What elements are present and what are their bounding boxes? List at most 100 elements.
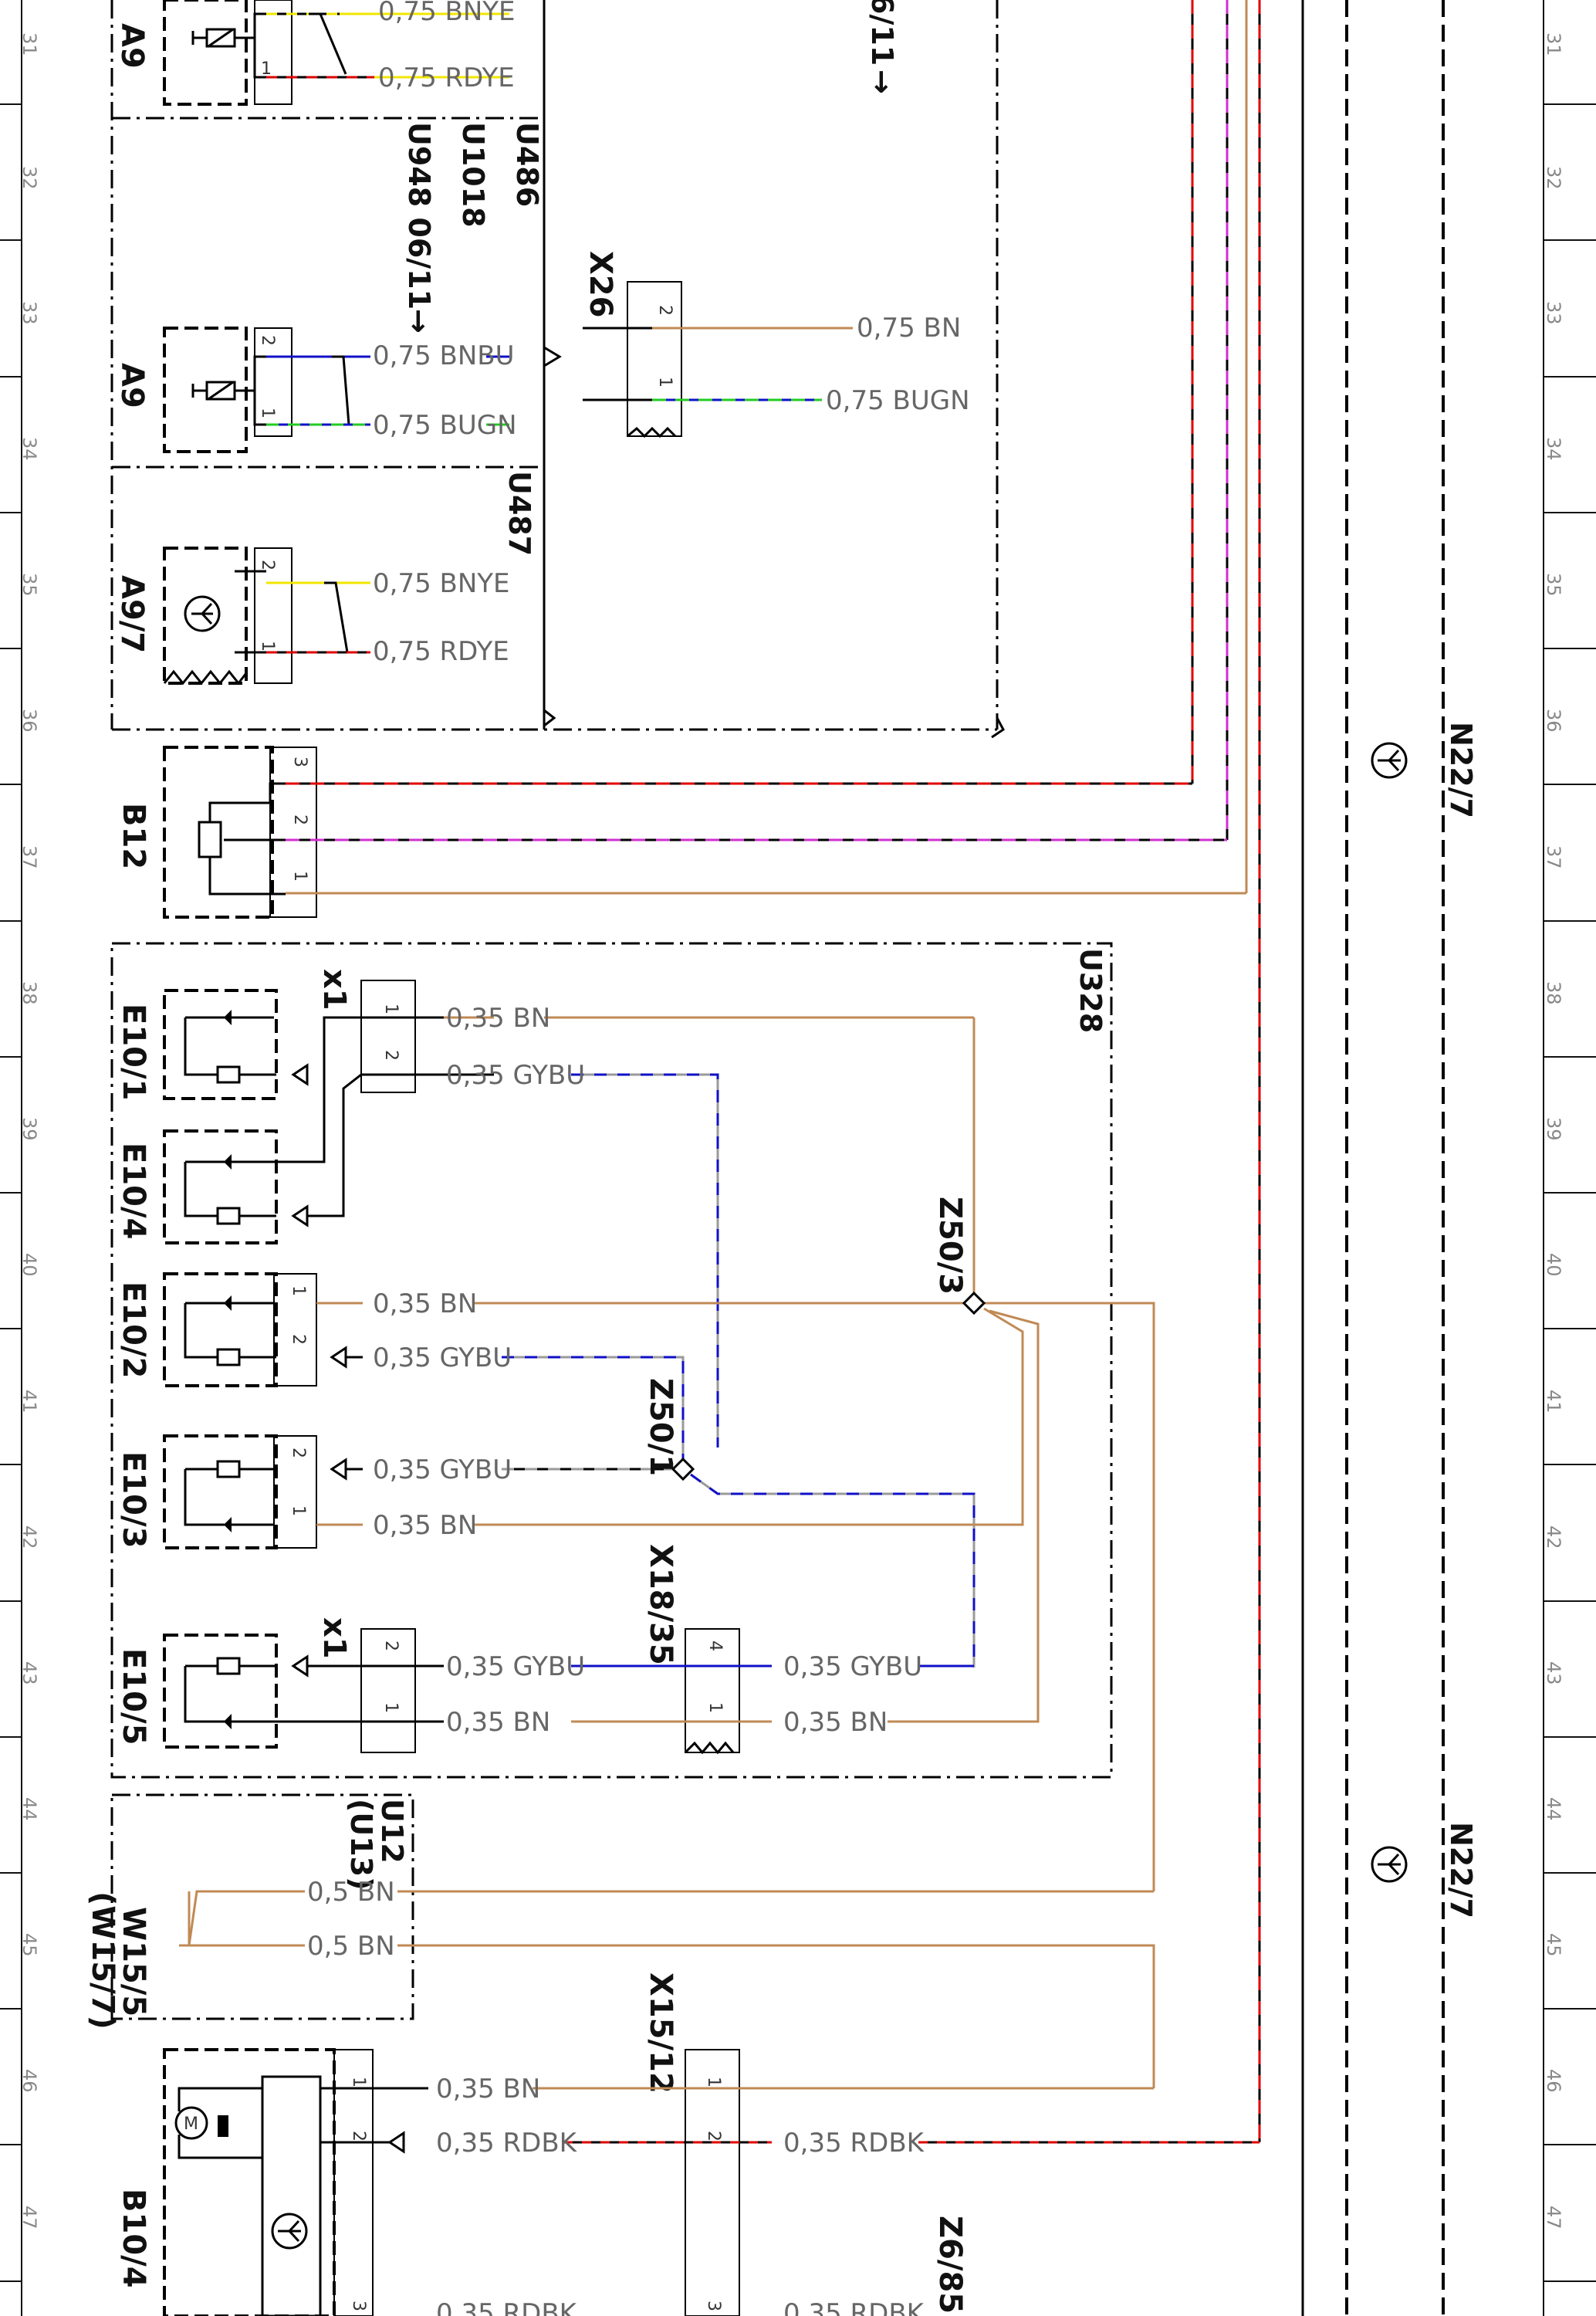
row-number: 37 — [1543, 845, 1564, 869]
pin-number: 1 — [258, 408, 277, 418]
pin-number: 1 — [381, 1702, 401, 1713]
wire-label: 0,75 BNBU — [373, 340, 514, 371]
n22-7-label: N22/7 — [1444, 1822, 1478, 1918]
pin-number: 2 — [290, 814, 309, 825]
pin-number: 1 — [290, 871, 309, 882]
row-number: 34 — [19, 437, 40, 461]
wire-label: 0,35 GYBU — [373, 1343, 512, 1373]
x1-label: x1 — [316, 1617, 352, 1659]
u328-enclosure — [110, 942, 1113, 1779]
pin-number: 1 — [381, 1004, 401, 1014]
e10-2-lamp: E10/2 1 2 — [116, 1272, 347, 1387]
wire-label: 0,75 RDYE — [373, 636, 509, 667]
wire-label: 0,75 BNYE — [378, 0, 516, 27]
x15-12-connector: X15/12 1 2 3 — [643, 1972, 740, 2316]
pin-number: 2 — [258, 560, 277, 571]
variant-u13: (U13) — [344, 1799, 378, 1890]
variant-box-top — [110, 0, 997, 731]
e10-5-label: E10/5 — [116, 1648, 151, 1745]
pin-number: 1 — [705, 1702, 725, 1713]
w15-5-ground: W15/5 (W15/7) — [85, 1891, 199, 2030]
pin-number: 1 — [289, 1285, 308, 1296]
wire-label: 0,75 BNYE — [373, 568, 510, 599]
variant-u12: U12 — [375, 1799, 409, 1864]
e10-3-lamp: E10/3 2 1 — [116, 1434, 347, 1549]
wire-label: 0,5 BN — [307, 1931, 395, 1962]
row-number: 33 — [1543, 301, 1564, 325]
wire-label: 0,75 BN — [857, 313, 961, 344]
pin-number: 1 — [261, 59, 272, 79]
row-numbers: 31 32 33 34 35 36 37 38 39 40 41 42 43 4… — [19, 32, 1564, 2230]
a9-label: A9 — [114, 363, 150, 408]
row-number: 46 — [19, 2069, 40, 2093]
u12-enclosure — [110, 1793, 414, 2020]
e10-5-lamp: E10/5 — [116, 1634, 309, 1749]
x1-connector-b: x1 2 1 — [274, 1617, 444, 1753]
z50-3-label: Z50/3 — [932, 1197, 968, 1295]
pin-number: 2 — [704, 2131, 723, 2142]
wire-label: 0,35 BN — [373, 1510, 477, 1541]
pin-number: 2 — [381, 1640, 401, 1651]
e10-4-lamp: E10/4 — [116, 1016, 362, 1244]
wire-label: 0,35 GYBU — [446, 1651, 585, 1682]
x15-12-label: X15/12 — [643, 1972, 678, 2094]
e10-4-label: E10/4 — [116, 1143, 151, 1239]
pin-number: 1 — [704, 2077, 723, 2087]
pin-number: 3 — [349, 2301, 368, 2311]
wire-label: 0,35 RDBK — [436, 2298, 578, 2316]
row-number: 31 — [1543, 32, 1564, 56]
x26-label: X26 — [583, 251, 618, 318]
z6-85-splice: Z6/85 — [932, 2216, 968, 2314]
row-number: 38 — [1543, 981, 1564, 1005]
wire-label: 0,35 GYBU — [373, 1454, 512, 1485]
row-ruler-left — [0, 0, 22, 2316]
row-number: 33 — [19, 301, 40, 325]
row-number: 32 — [1543, 166, 1564, 190]
pin-number: 3 — [704, 2301, 723, 2311]
pin-number: 1 — [258, 641, 277, 652]
e10-3-label: E10/3 — [116, 1451, 151, 1548]
e10-1-wires — [444, 1016, 976, 1448]
row-number: 44 — [1543, 1797, 1564, 1821]
z6-85-label: Z6/85 — [932, 2216, 968, 2314]
pin-number: 1 — [349, 2077, 368, 2087]
variant-u328: U328 — [1074, 948, 1107, 1033]
e10-5-wires — [571, 1309, 1040, 1723]
arrow-down-icon: → — [865, 69, 899, 94]
a9-label: A9 — [114, 23, 150, 69]
row-ruler-right — [1543, 0, 1596, 2316]
row-number: 42 — [1543, 1525, 1564, 1549]
row-number: 40 — [1543, 1253, 1564, 1277]
pin-number: 2 — [349, 2131, 368, 2142]
n22-7-label: N22/7 — [1444, 722, 1478, 818]
w15-5-label: W15/5 — [116, 1907, 151, 2016]
b10-4-wires — [533, 2087, 1260, 2144]
variant-brace — [543, 346, 562, 367]
row-number: 39 — [19, 1117, 40, 1141]
a9-7-label: A9/7 — [114, 575, 150, 653]
variant-u487: U487 — [502, 471, 536, 556]
variant-u486: U486 — [510, 122, 544, 207]
row-number: 35 — [1543, 573, 1564, 597]
wire-label: 0,75 BUGN — [826, 385, 970, 416]
wire-label: 0,75 RDYE — [378, 63, 515, 93]
a9-top-wires — [266, 12, 509, 79]
pin-number: 1 — [655, 377, 675, 388]
splice-z50-3: Z50/3 — [932, 1197, 986, 1315]
a9-mid-component: 2 1 A9 — [114, 327, 292, 453]
wire-label: 0,35 RDBK — [783, 2298, 925, 2316]
n22-7-lower: N22/7 — [1371, 1822, 1478, 1918]
row-number: 45 — [1543, 1933, 1564, 1957]
pin-number: 3 — [290, 757, 309, 767]
a9-7-wires — [266, 581, 370, 654]
b12-component: 3 2 1 B12 — [116, 746, 317, 919]
e10-3-wires — [316, 1307, 1024, 1668]
row-number: 39 — [1543, 1117, 1564, 1141]
splice-z50-1: Z50/1 — [643, 1378, 695, 1481]
wire-label: 0,35 BN — [783, 1707, 888, 1738]
row-number: 42 — [19, 1525, 40, 1549]
n22-7-upper: N22/7 — [1371, 722, 1478, 818]
row-number: 37 — [19, 845, 40, 869]
e10-2-wires — [316, 1302, 1155, 1891]
wire-label: 0,35 BN — [436, 2074, 540, 2104]
